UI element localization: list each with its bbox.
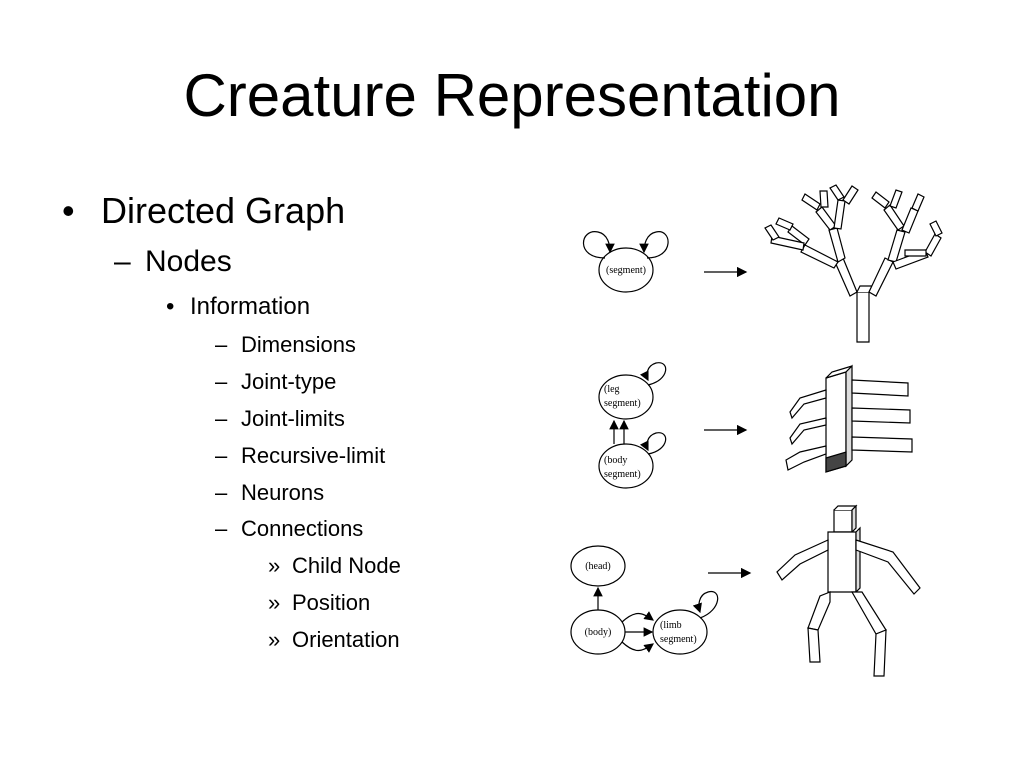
limb-segment-label-2: segment) xyxy=(660,634,697,645)
limb-segment-node xyxy=(652,609,708,655)
bullet-nodes: Nodes xyxy=(145,245,232,278)
bullet-joint-type: Joint-type xyxy=(241,369,337,394)
body-segment-label-1: (body xyxy=(604,455,627,466)
slide-title: Creature Representation xyxy=(183,62,841,129)
body-node-label: (body) xyxy=(585,627,612,638)
bullet-orientation: Orientation xyxy=(292,627,400,652)
creature-figure: (segment) (leg segment) xyxy=(570,184,943,677)
bullet-neurons: Neurons xyxy=(241,480,325,505)
leg-segment-label-1: (leg xyxy=(604,384,620,395)
self-loop-arrow xyxy=(639,231,669,259)
body-segment-label-2: segment) xyxy=(604,469,641,480)
body-segment-node xyxy=(598,443,654,489)
self-loop-arrow xyxy=(639,362,667,386)
bullet-marker: – xyxy=(215,369,228,394)
self-loop-arrow xyxy=(639,432,667,455)
child-arrow xyxy=(621,641,654,653)
leg-segment-label-2: segment) xyxy=(604,398,641,409)
humanoid-creature xyxy=(776,504,921,677)
centipede-creature xyxy=(785,364,913,473)
bullet-marker: » xyxy=(268,553,281,578)
head-node xyxy=(570,545,626,587)
bullet-directed-graph: Directed Graph xyxy=(101,190,346,231)
segment-node-label: (segment) xyxy=(606,265,646,276)
limb-segment-label-1: (limb xyxy=(660,620,682,631)
bullet-marker: » xyxy=(268,627,281,652)
bullet-information: Information xyxy=(190,293,311,320)
bullet-marker: – xyxy=(215,516,228,541)
bullet-marker: • xyxy=(166,293,175,320)
tree-graph: (segment) xyxy=(583,231,669,293)
bullet-marker: – xyxy=(215,406,228,431)
bullet-position: Position xyxy=(292,590,371,615)
leg-segment-node xyxy=(598,374,654,420)
bullet-marker: – xyxy=(215,443,228,468)
bullet-connections: Connections xyxy=(241,516,364,541)
child-arrow xyxy=(621,611,654,623)
bullet-child-node: Child Node xyxy=(292,553,401,578)
bullet-marker: – xyxy=(114,245,131,278)
bullet-marker: » xyxy=(268,590,281,615)
bullet-recursive-limit: Recursive-limit xyxy=(241,443,386,468)
self-loop-arrow xyxy=(692,591,719,619)
self-loop-arrow xyxy=(583,231,615,259)
bullet-marker: – xyxy=(215,480,228,505)
segment-node xyxy=(598,247,654,293)
bullet-joint-limits: Joint-limits xyxy=(241,406,345,431)
bullet-dimensions: Dimensions xyxy=(241,332,356,357)
bullet-marker: – xyxy=(215,332,228,357)
humanoid-graph: (head) (body) (limb segment) xyxy=(570,545,719,655)
head-node-label: (head) xyxy=(585,561,611,572)
bullet-marker: • xyxy=(62,190,75,231)
tree-creature xyxy=(764,184,943,343)
centipede-graph: (leg segment) (body segment) xyxy=(598,362,667,489)
